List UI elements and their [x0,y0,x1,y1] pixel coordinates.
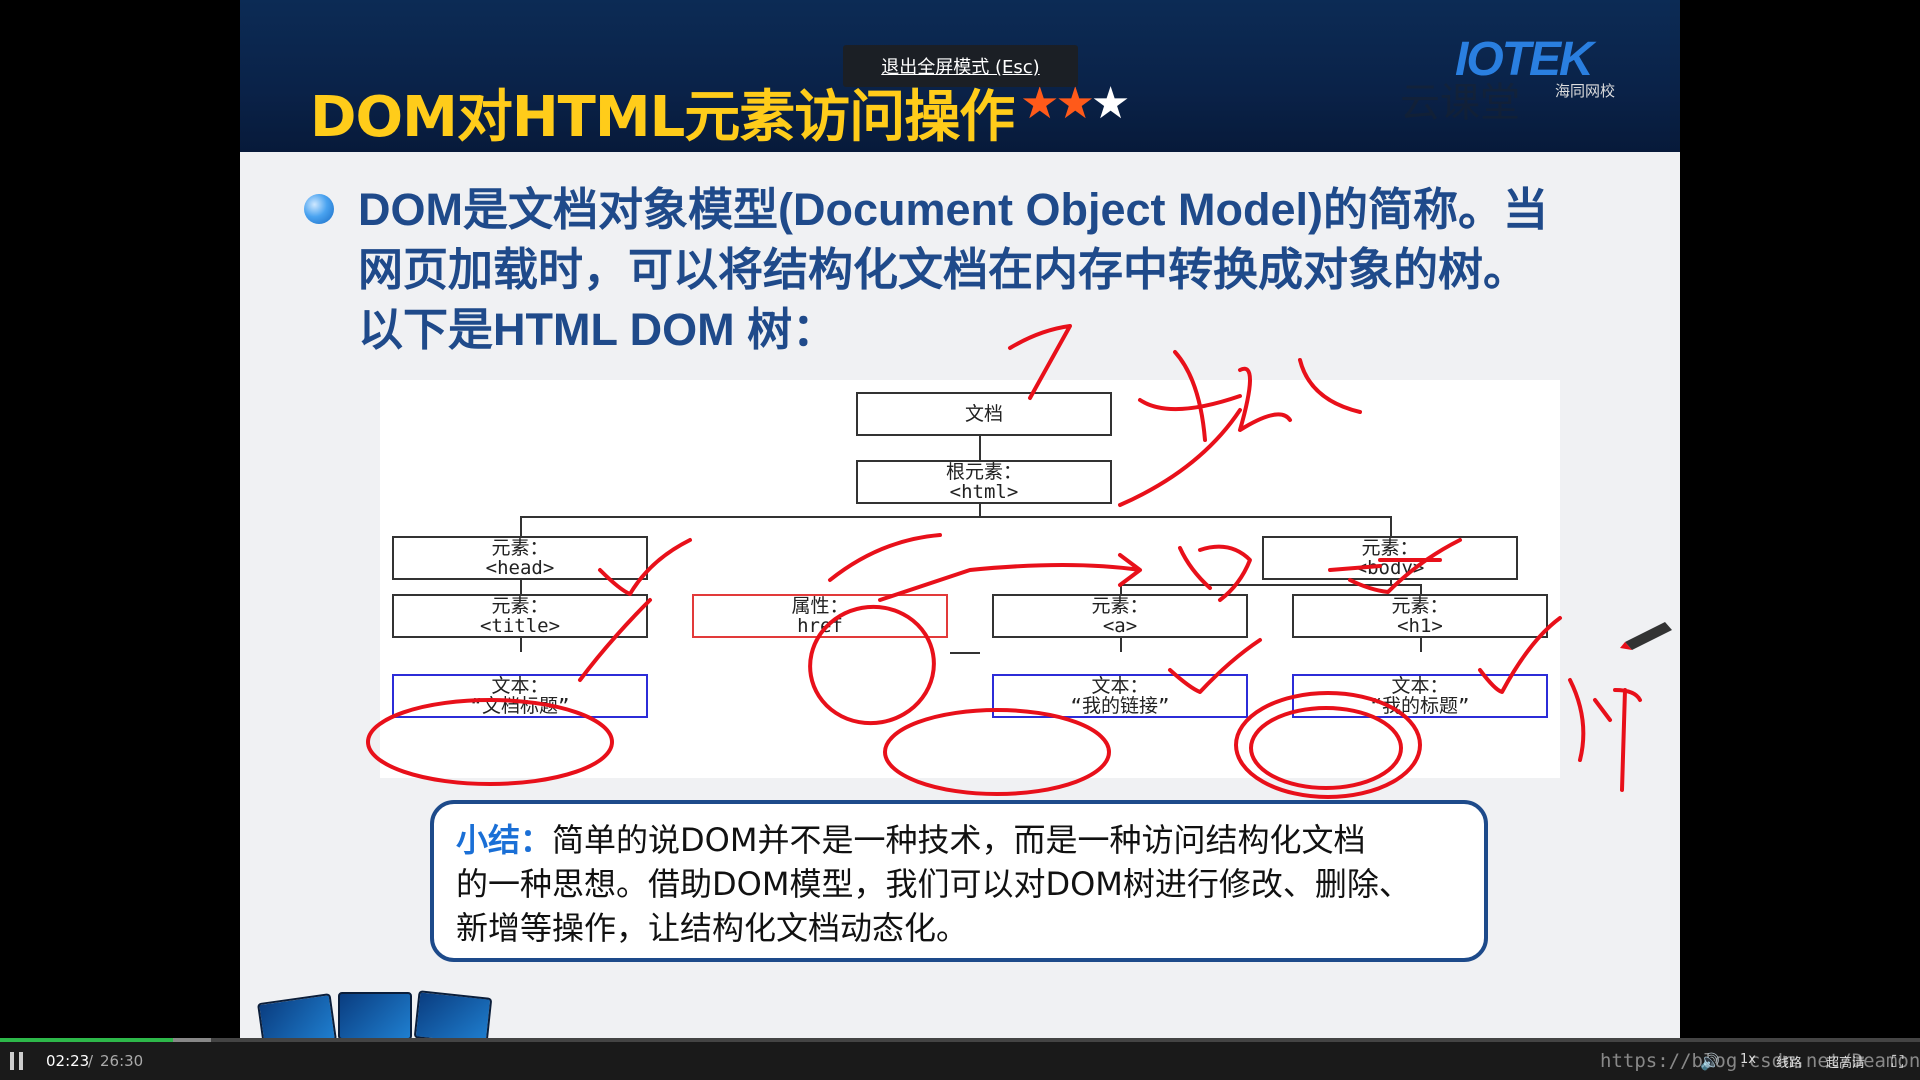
star-empty-icon: ★ [1090,78,1131,129]
total-time: 26:30 [100,1052,144,1070]
summary-label: 小结： [456,821,553,859]
annotation-stroke [1568,678,1642,792]
node-label: 元素： [491,595,549,617]
iotek-logo: IOTEK 海同网校 [1455,32,1655,102]
node-label: 元素： [1091,595,1149,617]
fullscreen-icon[interactable]: ⛶ [1892,1052,1904,1071]
intro-line: 以下是HTML DOM 树： [358,304,838,355]
intro-paragraph: DOM是文档对象模型(Document Object Model)的简称。当 网… [358,180,1658,360]
node-tag: href [797,615,843,637]
connector-line [950,652,980,654]
time-separator: / [88,1052,94,1070]
thumbnail[interactable] [257,993,337,1038]
connector-line [1420,584,1422,594]
tree-node-heading-text: 文本： “我的标题” [1292,674,1548,718]
intro-line: 网页加载时，可以将结构化文档在内存中转换成对象的树。 [358,244,1529,295]
current-time: 02:23 [46,1052,90,1070]
node-label: 文本： [491,675,549,697]
node-label: 根元素： [945,461,1022,483]
tree-node-h1: 元素： <h1> [1292,594,1548,638]
route-button[interactable]: 线路 [1776,1056,1803,1071]
node-label: 元素： [1361,537,1419,559]
node-tag: “文档标题” [470,695,570,717]
summary-box: 小结：简单的说DOM并不是一种技术，而是一种访问结构化文档 的一种思想。借助DO… [430,800,1488,962]
connector-line [520,632,522,652]
connector-line [1120,632,1122,652]
slide-thumbnails [257,990,500,1038]
progress-fill [0,1038,173,1042]
node-tag: “我的标题” [1370,695,1470,717]
pause-icon [19,1052,23,1070]
logo-subtext: 海同网校 [1555,82,1616,100]
progress-track[interactable] [0,1038,1920,1042]
node-tag: <head> [485,557,555,579]
summary-line: 的一种思想。借助DOM模型，我们可以对DOM树进行修改、删除、 [456,865,1411,903]
csdn-watermark: https://blog.csdn.net/Deamonn [1600,1050,1920,1072]
connector-line [520,516,522,536]
tree-node-link-text: 文本： “我的链接” [992,674,1248,718]
connector-line [1120,584,1122,594]
cloud-classroom-mark: 云课堂 [1400,80,1520,126]
pen-cursor-icon [1620,622,1672,650]
tree-node-html: 根元素： <html> [856,460,1112,504]
connector-line [520,516,1392,518]
video-player-bar: 02:23 / 26:30 https://blog.csdn.net/Deam… [0,1038,1920,1080]
node-label: 文本： [1091,675,1149,697]
node-tag: <a> [1102,615,1138,637]
tree-node-body: 元素： <body> [1262,536,1518,580]
connector-line [1120,584,1420,586]
node-label: 元素： [491,537,549,559]
thumbnail[interactable] [413,990,493,1038]
exit-fullscreen-link[interactable]: 退出全屏模式 (Esc) [843,45,1078,87]
intro-line: DOM是文档对象模型(Document Object Model)的简称。当 [358,184,1548,235]
pause-button[interactable] [10,1052,26,1070]
tree-node-title: 元素： <title> [392,594,648,638]
node-tag: <h1> [1397,615,1443,637]
volume-icon[interactable]: 🔊 [1700,1052,1720,1071]
node-label: 文档 [964,403,1003,425]
pause-icon [10,1052,14,1070]
summary-line: 简单的说DOM并不是一种技术，而是一种访问结构化文档 [552,821,1366,859]
node-tag: “我的链接” [1070,695,1170,717]
bullet-icon [304,194,334,224]
connector-line [979,430,981,460]
node-label: 属性： [791,595,849,617]
summary-line: 新增等操作，让结构化文档动态化。 [456,909,969,947]
connector-line [1390,516,1392,536]
node-label: 文本： [1391,675,1449,697]
quality-button[interactable]: 超高清 [1826,1056,1866,1071]
slide-title: DOM对HTML元素访问操作 [310,85,1015,150]
tree-node-href-attribute: 属性： href [692,594,948,638]
slide-header: DOM对HTML元素访问操作 ★★★ IOTEK 海同网校 退出全屏模式 (Es… [240,0,1680,152]
tree-node-title-text: 文本： “文档标题” [392,674,648,718]
node-tag: <body> [1355,557,1425,579]
tree-node-head: 元素： <head> [392,536,648,580]
connector-line [979,498,981,518]
speed-button[interactable]: 1x [1740,1052,1756,1067]
slide: DOM对HTML元素访问操作 ★★★ IOTEK 海同网校 退出全屏模式 (Es… [240,0,1680,1038]
logo-text: IOTEK [1455,33,1594,86]
node-tag: <html> [949,481,1019,503]
connector-line [1420,632,1422,652]
node-tag: <title> [479,615,561,637]
tree-node-a: 元素： <a> [992,594,1248,638]
connector-line [520,574,522,594]
thumbnail[interactable] [338,992,412,1038]
tree-node-document: 文档 [856,392,1112,436]
dom-tree-diagram: 文档 根元素： <html> 元素： <head> 元素： <body> 元素：… [380,380,1560,778]
node-label: 元素： [1391,595,1449,617]
